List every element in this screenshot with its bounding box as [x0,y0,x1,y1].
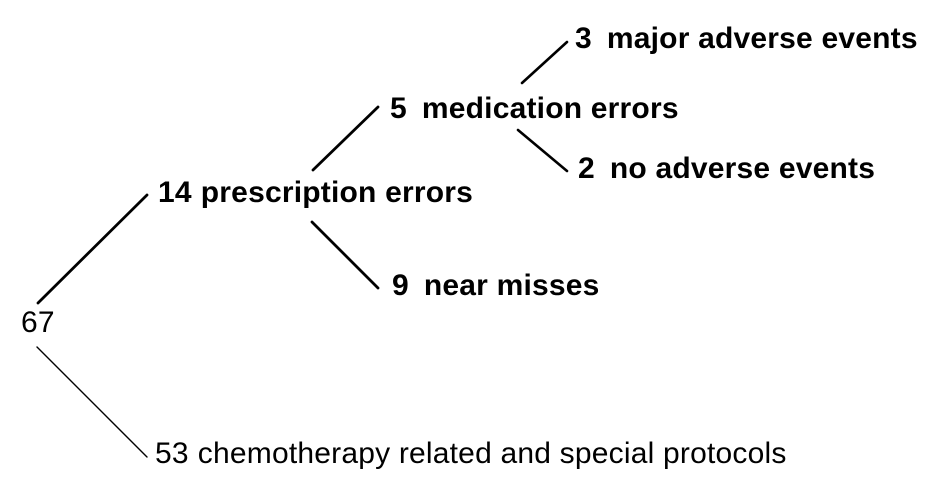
node-medication-errors-value: 5 [390,92,407,125]
node-major-adverse-events: 3 major adverse events [575,24,918,54]
node-no-adverse-events: 2 no adverse events [578,154,875,184]
node-medication-errors: 5 medication errors [390,94,679,124]
node-medication-errors-label: medication errors [421,92,679,125]
node-no-adverse-events-value: 2 [578,152,595,185]
edge-medication-errors-to-major-adverse-events [520,40,569,85]
node-total: 67 [21,308,55,338]
edge-prescription-errors-to-medication-errors [311,105,380,172]
node-major-adverse-events-label: major adverse events [606,22,918,55]
edge-root-to-prescription-errors [36,193,149,305]
node-prescription-errors-label: prescription errors [200,176,473,209]
edge-prescription-errors-to-near-misses [310,220,380,290]
edge-root-to-chemotherapy-related [36,346,148,458]
node-prescription-errors-value: 14 [158,176,192,209]
node-no-adverse-events-label: no adverse events [609,152,876,185]
edge-medication-errors-to-no-adverse-events [516,128,569,173]
node-total-value: 67 [21,306,55,339]
node-chemotherapy-related-label: chemotherapy related and special protoco… [197,437,787,470]
node-major-adverse-events-value: 3 [575,22,592,55]
node-near-misses-value: 9 [392,269,409,302]
node-near-misses-label: near misses [423,269,600,302]
node-near-misses: 9 near misses [392,271,600,301]
node-chemotherapy-related-value: 53 [155,437,189,470]
